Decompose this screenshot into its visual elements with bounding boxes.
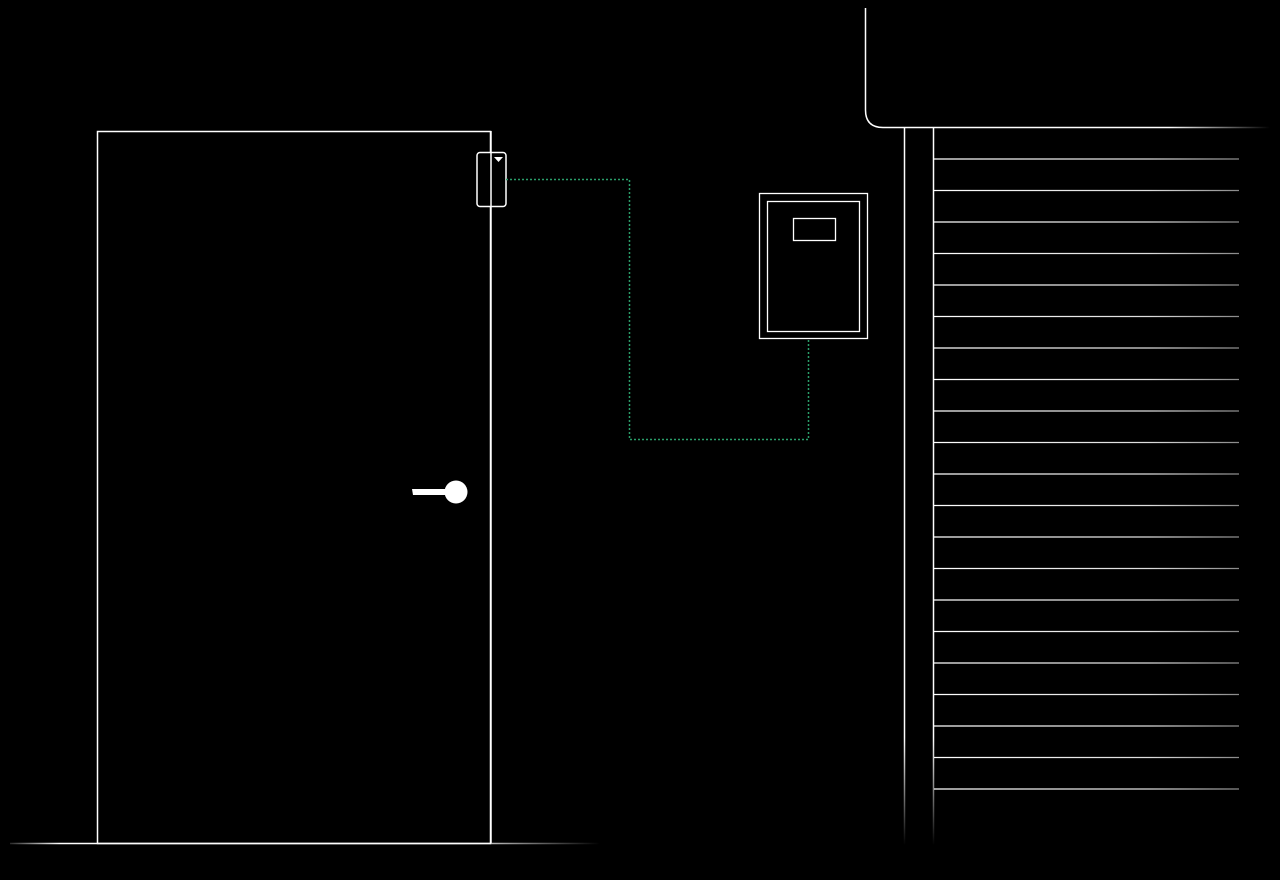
door-handle-icon: [412, 480, 468, 504]
roller-shutter-icon: [864, 8, 1270, 845]
shutter-slats: [934, 158, 1239, 790]
door: [96, 130, 492, 845]
control-panel-icon: [758, 192, 869, 340]
wiring-icon: [506, 178, 810, 441]
door-contact-sensor-icon: [476, 131, 507, 843]
